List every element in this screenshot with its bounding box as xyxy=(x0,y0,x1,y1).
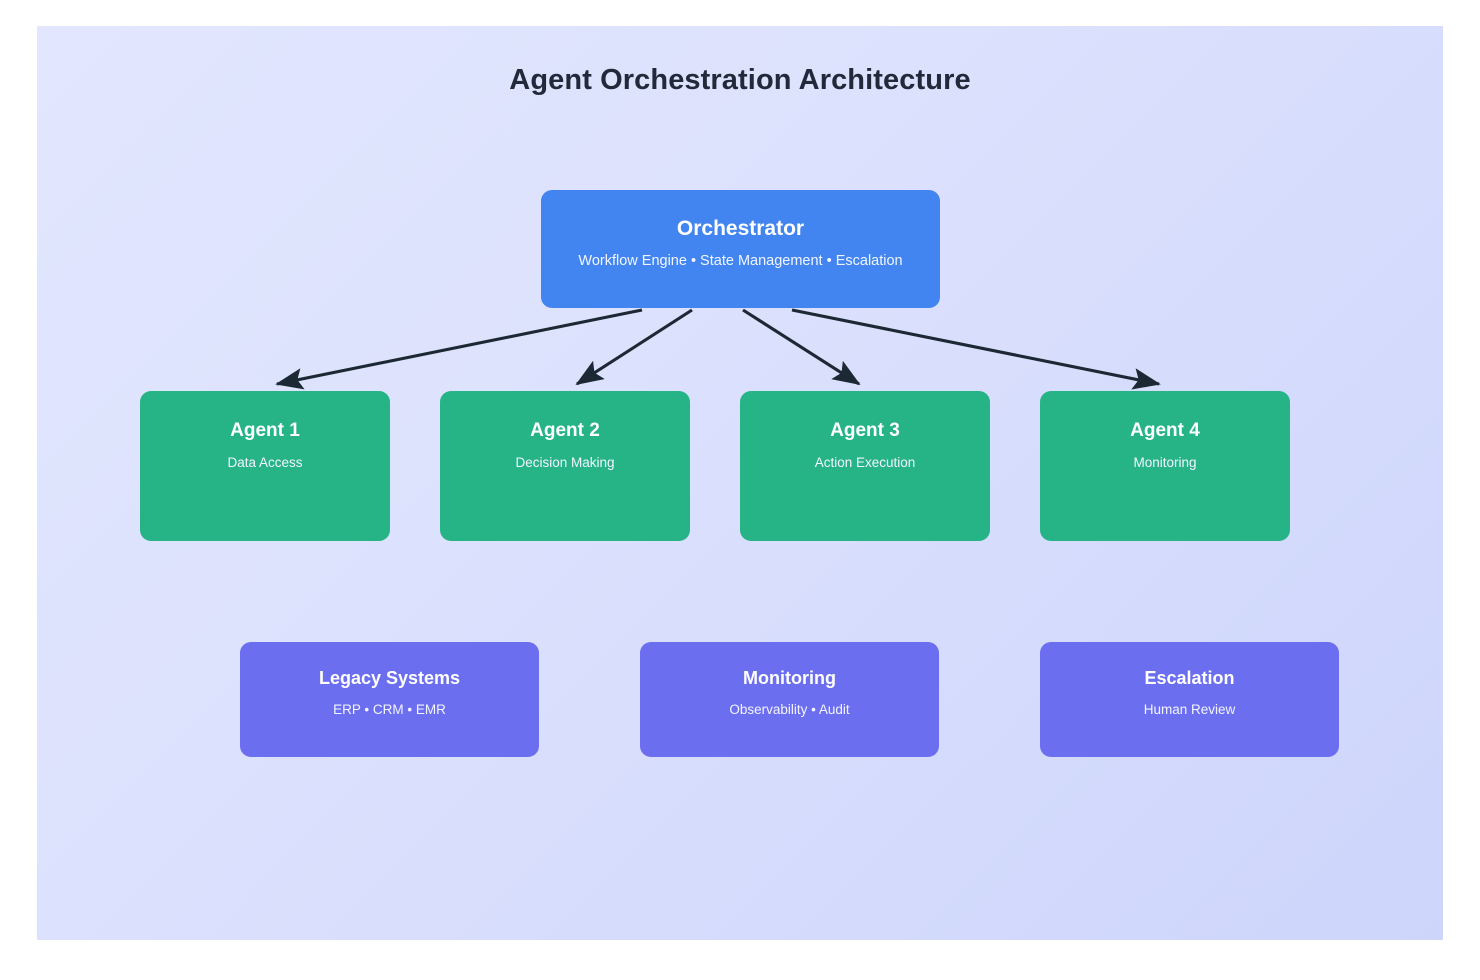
page-title: Agent Orchestration Architecture xyxy=(509,64,971,96)
diagram-canvas: Agent Orchestration Architecture Orchest… xyxy=(37,26,1443,940)
node-escalation-subtitle: Human Review xyxy=(1143,701,1236,717)
node-agent-4-subtitle: Monitoring xyxy=(1133,454,1197,470)
node-agent-2-title: Agent 2 xyxy=(530,420,600,441)
node-escalation[interactable]: Escalation Human Review xyxy=(1040,642,1339,757)
node-monitoring-subtitle: Observability • Audit xyxy=(729,701,850,717)
node-monitoring-title: Monitoring xyxy=(743,668,836,688)
node-agent-2-subtitle: Decision Making xyxy=(515,454,615,470)
node-orchestrator[interactable]: Orchestrator Workflow Engine • State Man… xyxy=(541,190,940,308)
edge-orchestrator-to-agent-2 xyxy=(575,308,693,386)
node-agent-1[interactable]: Agent 1 Data Access xyxy=(140,391,390,541)
node-legacy-systems-subtitle: ERP • CRM • EMR xyxy=(333,701,446,717)
node-agent-3-title: Agent 3 xyxy=(830,420,900,441)
node-orchestrator-title: Orchestrator xyxy=(676,217,805,240)
node-escalation-title: Escalation xyxy=(1144,668,1235,688)
edge-orchestrator-to-agent-4 xyxy=(791,308,1161,390)
node-legacy-systems[interactable]: Legacy Systems ERP • CRM • EMR xyxy=(240,642,539,757)
node-agent-4[interactable]: Agent 4 Monitoring xyxy=(1040,391,1290,541)
node-agent-3-subtitle: Action Execution xyxy=(814,454,916,470)
node-monitoring[interactable]: Monitoring Observability • Audit xyxy=(640,642,939,757)
node-agent-1-subtitle: Data Access xyxy=(227,454,303,470)
node-agent-3[interactable]: Agent 3 Action Execution xyxy=(740,391,990,541)
node-agent-4-title: Agent 4 xyxy=(1130,420,1200,441)
edge-orchestrator-to-agent-3 xyxy=(742,308,861,386)
node-legacy-systems-title: Legacy Systems xyxy=(318,668,461,688)
node-agent-2[interactable]: Agent 2 Decision Making xyxy=(440,391,690,541)
node-agent-1-title: Agent 1 xyxy=(230,420,300,441)
node-orchestrator-subtitle: Workflow Engine • State Management • Esc… xyxy=(578,253,903,270)
edge-orchestrator-to-agent-1 xyxy=(275,308,643,390)
